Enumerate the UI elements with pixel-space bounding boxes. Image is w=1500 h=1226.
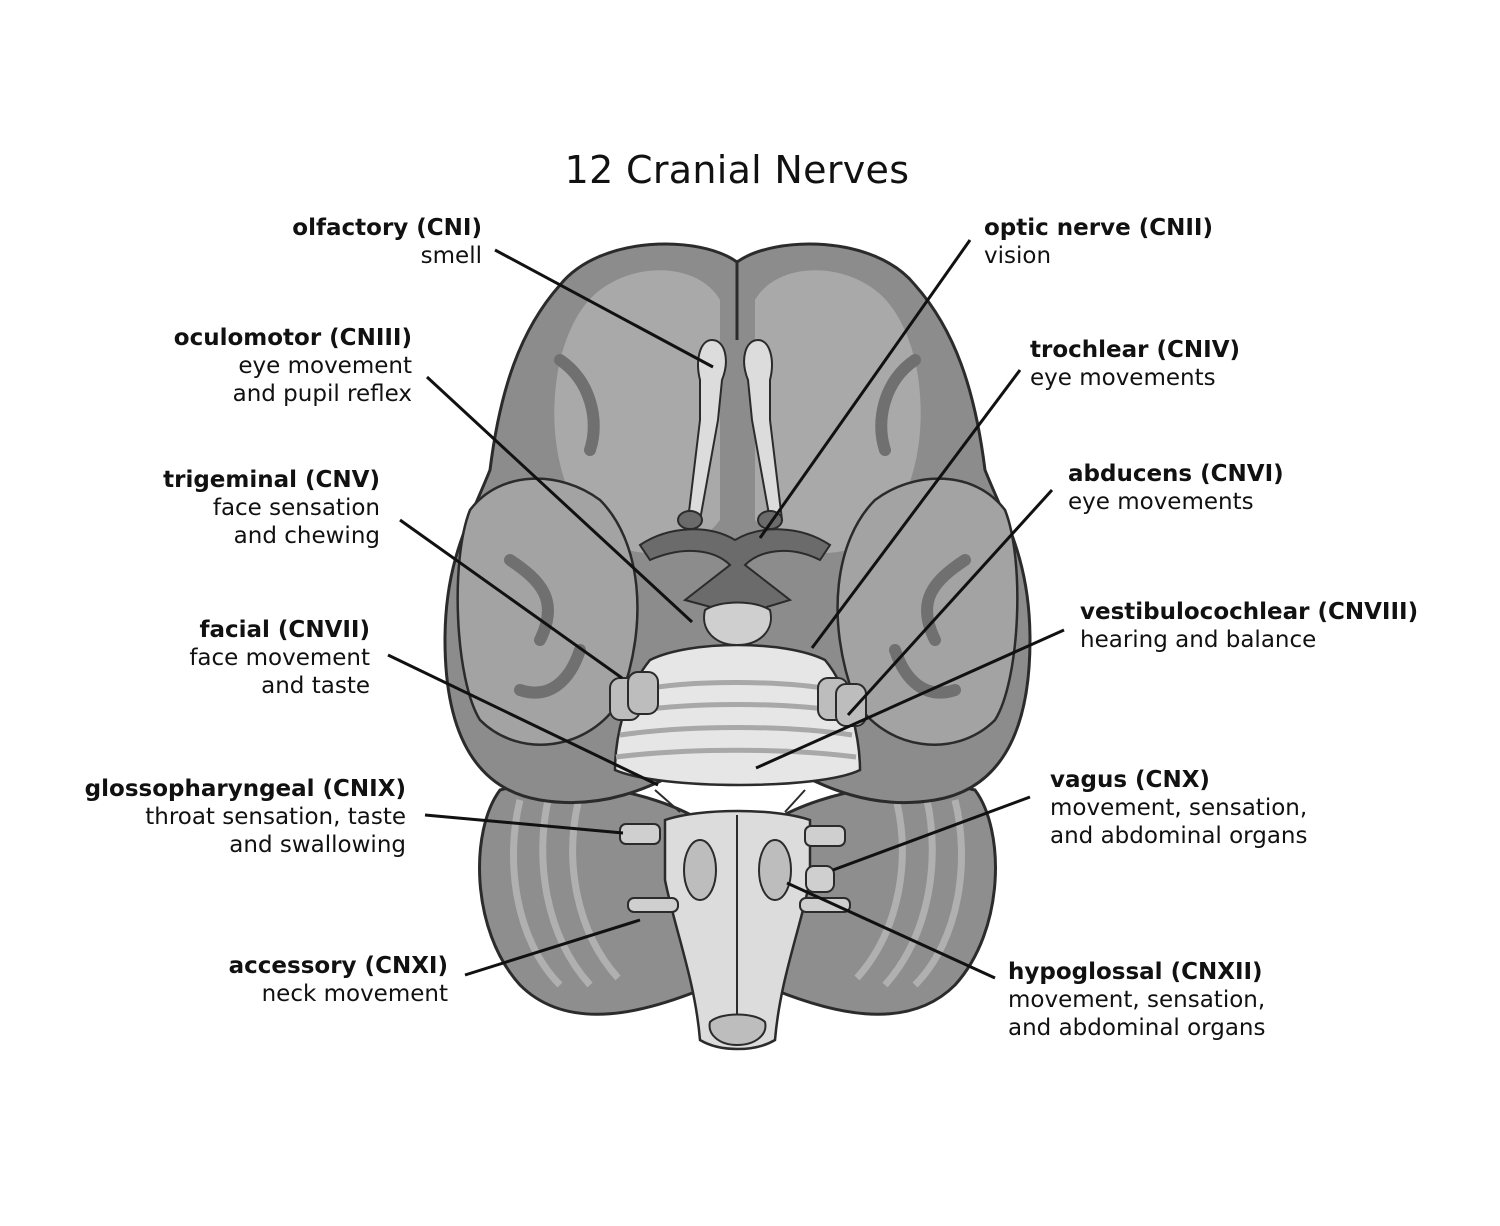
nerve-desc: smell bbox=[420, 243, 482, 269]
optic-chiasm bbox=[638, 510, 832, 617]
trigeminal-roots bbox=[609, 671, 867, 727]
nerve-name: trochlear (CNIV) bbox=[1030, 337, 1241, 363]
nerve-desc: hearing and balance bbox=[1080, 627, 1317, 653]
nerve-name: abducens (CNVI) bbox=[1068, 461, 1284, 487]
nerve-desc: face sensation bbox=[212, 495, 380, 521]
nerve-name: oculomotor (CNIII) bbox=[173, 325, 412, 351]
label-trigeminal: trigeminal (CNV) face sensation and chew… bbox=[163, 466, 380, 550]
label-optic-nerve: optic nerve (CNII) vision bbox=[984, 214, 1213, 270]
nerve-desc: neck movement bbox=[261, 981, 448, 1007]
label-hypoglossal: hypoglossal (CNXII) movement, sensation,… bbox=[1008, 958, 1266, 1042]
lower-nerve-roots bbox=[619, 789, 851, 913]
nerve-desc: movement, sensation, bbox=[1008, 987, 1266, 1013]
nerve-desc: and taste bbox=[261, 673, 370, 699]
label-vagus: vagus (CNX) movement, sensation, and abd… bbox=[1050, 766, 1308, 850]
nerve-desc: eye movements bbox=[1068, 489, 1254, 515]
nerve-desc: movement, sensation, bbox=[1050, 795, 1308, 821]
label-accessory: accessory (CNXI) neck movement bbox=[229, 952, 448, 1008]
nerve-name: accessory (CNXI) bbox=[228, 953, 448, 979]
nerve-name: trigeminal (CNV) bbox=[163, 467, 380, 493]
nerve-name: olfactory (CNI) bbox=[292, 215, 482, 241]
nerve-desc: eye movements bbox=[1030, 365, 1216, 391]
label-trochlear: trochlear (CNIV) eye movements bbox=[1030, 336, 1240, 392]
nerve-name: vestibulocochlear (CNVIII) bbox=[1080, 599, 1419, 625]
nerve-name: vagus (CNX) bbox=[1050, 767, 1210, 793]
label-vestibulocochlear: vestibulocochlear (CNVIII) hearing and b… bbox=[1080, 598, 1418, 654]
nerve-name: facial (CNVII) bbox=[199, 617, 370, 643]
nerve-name: hypoglossal (CNXII) bbox=[1008, 959, 1263, 985]
nerve-desc: vision bbox=[984, 243, 1052, 269]
label-abducens: abducens (CNVI) eye movements bbox=[1068, 460, 1284, 516]
medulla bbox=[663, 809, 812, 1051]
cerebrum bbox=[443, 242, 1032, 805]
nerve-desc: face movement bbox=[189, 645, 370, 671]
nerve-desc: and abdominal organs bbox=[1008, 1015, 1266, 1041]
leader-lines bbox=[387, 239, 1065, 980]
nerve-desc: and abdominal organs bbox=[1050, 823, 1308, 849]
label-olfactory: olfactory (CNI) smell bbox=[292, 214, 482, 270]
nerve-name: optic nerve (CNII) bbox=[984, 215, 1213, 241]
nerve-desc: and chewing bbox=[233, 523, 380, 549]
nerve-desc: eye movement bbox=[238, 353, 412, 379]
diagram-title: 12 Cranial Nerves bbox=[564, 148, 910, 192]
label-facial: facial (CNVII) face movement and taste bbox=[189, 616, 370, 700]
nerve-desc: and pupil reflex bbox=[232, 381, 412, 407]
label-oculomotor: oculomotor (CNIII) eye movement and pupi… bbox=[174, 324, 412, 408]
nerve-name: glossopharyngeal (CNIX) bbox=[84, 776, 406, 802]
label-glossopharyngeal: glossopharyngeal (CNIX) throat sensation… bbox=[85, 775, 406, 859]
nerve-desc: throat sensation, taste bbox=[145, 804, 406, 830]
nerve-desc: and swallowing bbox=[229, 832, 406, 858]
